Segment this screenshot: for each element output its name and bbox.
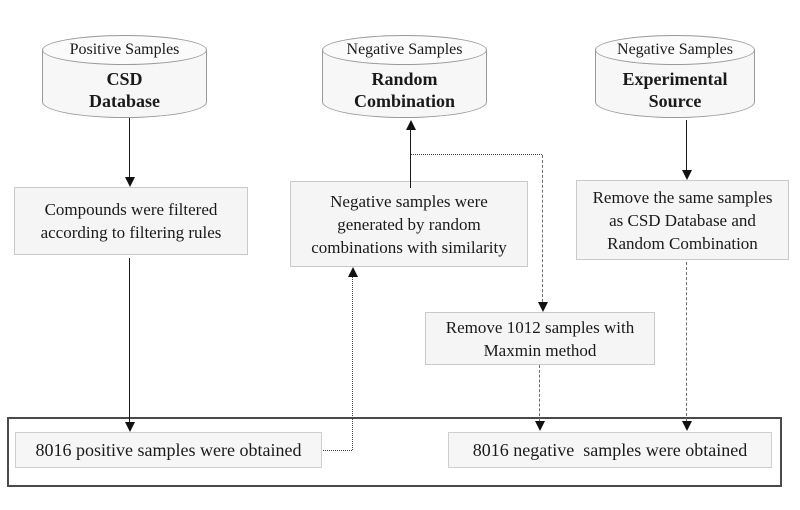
line-dedupe-to-negative-result <box>686 262 687 421</box>
line-filter-to-positive-result <box>129 258 130 423</box>
arrowhead-dedupe-into-negative-result <box>682 421 692 431</box>
arrowhead-into-generate-box <box>348 267 358 277</box>
line-positive-to-generate-vertical <box>352 277 353 450</box>
cylinder-name-label: CSD Database <box>89 69 160 111</box>
negative-result-box: 8016 negative samples were obtained <box>448 432 772 468</box>
cylinder-tag-label: Negative Samples <box>346 41 463 58</box>
filter-rules-box: Compounds were filtered according to fil… <box>14 187 248 255</box>
cylinder-tag-label: Negative Samples <box>617 41 733 58</box>
maxmin-removal-box: Remove 1012 samples with Maxmin method <box>425 312 655 365</box>
line-generate-to-random-cylinder <box>410 130 411 188</box>
cylinder-top-ellipse <box>42 35 207 65</box>
remove-duplicates-box: Remove the same samples as CSD Database … <box>576 180 789 260</box>
arrowhead-into-positive-result <box>125 422 135 432</box>
cylinder-tag-label: Positive Samples <box>69 41 180 58</box>
arrowhead-into-maxmin-box <box>538 302 548 312</box>
line-maxmin-to-negative-result <box>539 365 540 421</box>
arrowhead-into-dedupe-box <box>682 170 692 180</box>
line-branch-to-maxmin-vertical <box>542 155 543 302</box>
cylinder-name-label: Random Combination <box>353 69 456 111</box>
positive-result-box: 8016 positive samples were obtained <box>15 432 322 468</box>
line-positive-to-generate-horizontal <box>323 450 352 451</box>
cylinder-name-label: Experimental Source <box>622 69 728 111</box>
csd-database-cylinder: Positive Samples CSD Database <box>42 35 207 118</box>
line-experimental-to-dedupe <box>686 120 687 171</box>
cylinder-top-ellipse <box>322 35 487 65</box>
results-container <box>7 417 782 487</box>
arrowhead-maxmin-into-negative-result <box>535 421 545 431</box>
arrowhead-into-filter-box <box>125 177 135 187</box>
line-csd-to-filter <box>129 118 130 178</box>
cylinder-top-ellipse <box>595 35 755 65</box>
arrowhead-into-random-cylinder <box>406 120 416 130</box>
experimental-source-cylinder: Negative Samples Experimental Source <box>595 35 755 118</box>
line-branch-to-maxmin-horizontal <box>411 154 542 155</box>
random-generation-box: Negative samples were generated by rando… <box>290 181 528 267</box>
random-combination-cylinder: Negative Samples Random Combination <box>322 35 487 118</box>
